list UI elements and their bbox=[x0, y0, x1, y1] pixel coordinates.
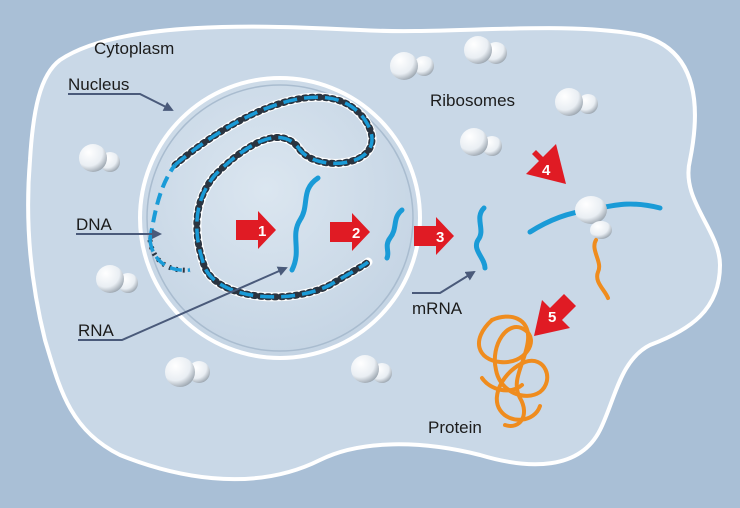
mrna-pointer bbox=[412, 270, 476, 294]
ribosome-mid bbox=[460, 128, 502, 156]
nucleus-inner-ring bbox=[146, 84, 414, 352]
step-number-3: 3 bbox=[436, 229, 444, 246]
label-ribosomes: Ribosomes bbox=[430, 91, 515, 110]
label-dna: DNA bbox=[76, 215, 113, 234]
ribosome-left-1 bbox=[79, 144, 120, 172]
mrna-strand bbox=[474, 205, 488, 271]
nucleus-pointer bbox=[68, 93, 174, 111]
step-arrow-3 bbox=[414, 217, 454, 255]
step-arrow-5 bbox=[534, 294, 576, 336]
step-arrow-4 bbox=[521, 144, 566, 184]
ribosome-bottom-2 bbox=[351, 355, 392, 383]
nascent-protein bbox=[592, 238, 610, 300]
label-rna: RNA bbox=[78, 321, 115, 340]
rna-strand-nucleus bbox=[289, 175, 321, 273]
processed-rna-strand bbox=[384, 207, 405, 261]
step-number-2: 2 bbox=[352, 225, 360, 242]
label-nucleus: Nucleus bbox=[68, 75, 129, 94]
step-number-1: 1 bbox=[258, 223, 266, 240]
ribosome-translating bbox=[575, 196, 612, 239]
label-cytoplasm: Cytoplasm bbox=[94, 39, 174, 58]
ribosome-bottom-1 bbox=[165, 357, 210, 387]
ribosome-right bbox=[555, 88, 598, 116]
rna-pointer bbox=[78, 266, 288, 341]
ribosome-left-2 bbox=[96, 265, 138, 293]
step-number-5: 5 bbox=[548, 309, 556, 326]
label-mrna: mRNA bbox=[412, 299, 463, 318]
label-protein: Protein bbox=[428, 418, 482, 437]
nucleus bbox=[138, 76, 422, 360]
step-arrow-2 bbox=[330, 213, 370, 251]
folded-protein bbox=[477, 314, 550, 428]
step-arrow-1 bbox=[236, 211, 276, 249]
dna-helix bbox=[147, 92, 377, 302]
ribosome-top-2 bbox=[390, 52, 434, 80]
ribosome-top-1 bbox=[464, 36, 507, 64]
step-number-4: 4 bbox=[542, 162, 551, 179]
